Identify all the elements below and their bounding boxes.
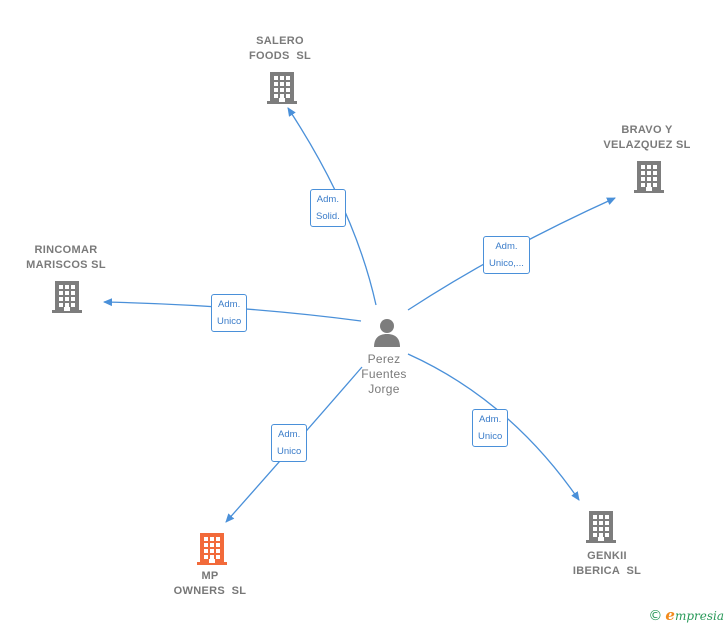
edge-label-genkii[interactable]: Adm. Unico <box>472 409 509 447</box>
edge-label-line: Adm. <box>278 429 301 440</box>
edge-label-mp[interactable]: Adm. Unico <box>271 424 308 462</box>
building-icon[interactable] <box>266 70 298 104</box>
edge-label-line: Adm. <box>218 299 241 310</box>
building-icon[interactable] <box>633 159 665 193</box>
company-name-line: RINCOMAR <box>34 244 98 256</box>
company-name-genkii-iberica[interactable]: GENKII IBERICA SL <box>527 549 687 579</box>
edge-label-rincomar[interactable]: Adm. Unico <box>211 294 248 332</box>
center-name-line: Perez <box>367 352 401 366</box>
empresia-watermark: ©empresia <box>648 606 724 624</box>
company-name-line: IBERICA SL <box>572 565 642 577</box>
edge-label-salero[interactable]: Adm. Solid. <box>310 189 346 227</box>
company-name-line: MARISCOS SL <box>26 259 106 271</box>
edge-label-line: Unico <box>478 431 503 442</box>
edge-label-line: Adm. <box>495 241 518 252</box>
edge-label-line: Adm. <box>479 414 502 425</box>
company-name-salero-foods[interactable]: SALERO FOODS SL <box>200 34 360 64</box>
building-icon[interactable] <box>51 279 83 313</box>
center-name-line: Fuentes <box>361 367 407 381</box>
edge-label-line: Unico <box>217 316 242 327</box>
company-name-line: BRAVO Y <box>621 124 673 136</box>
company-name-line: GENKII <box>587 550 627 562</box>
company-name-line: FOODS SL <box>249 50 311 62</box>
company-name-rincomar-mariscos[interactable]: RINCOMAR MARISCOS SL <box>0 243 146 273</box>
copyright-icon: © <box>648 608 663 624</box>
brand-initial: e <box>665 606 675 624</box>
company-name-line: MP <box>201 570 219 582</box>
edge-label-line: Unico <box>277 446 302 457</box>
center-person-name[interactable]: Perez Fuentes Jorge <box>304 352 464 397</box>
person-icon[interactable] <box>371 316 403 348</box>
edge-label-line: Adm. <box>316 194 339 205</box>
building-icon[interactable] <box>585 509 617 543</box>
company-name-bravo-y-velazquez[interactable]: BRAVO Y VELAZQUEZ SL <box>567 123 727 153</box>
edge-label-line: Solid. <box>316 211 340 222</box>
edge-label-line: Unico,... <box>489 258 524 269</box>
company-name-mp-owners[interactable]: MP OWNERS SL <box>130 569 290 599</box>
brand-name: mpresia <box>674 609 724 623</box>
company-name-line: SALERO <box>256 35 304 47</box>
center-name-line: Jorge <box>368 382 400 396</box>
company-name-line: OWNERS SL <box>173 585 247 597</box>
company-name-line: VELAZQUEZ SL <box>603 139 691 151</box>
building-icon[interactable] <box>196 531 228 565</box>
edge-label-bravo[interactable]: Adm. Unico,... <box>483 236 530 274</box>
